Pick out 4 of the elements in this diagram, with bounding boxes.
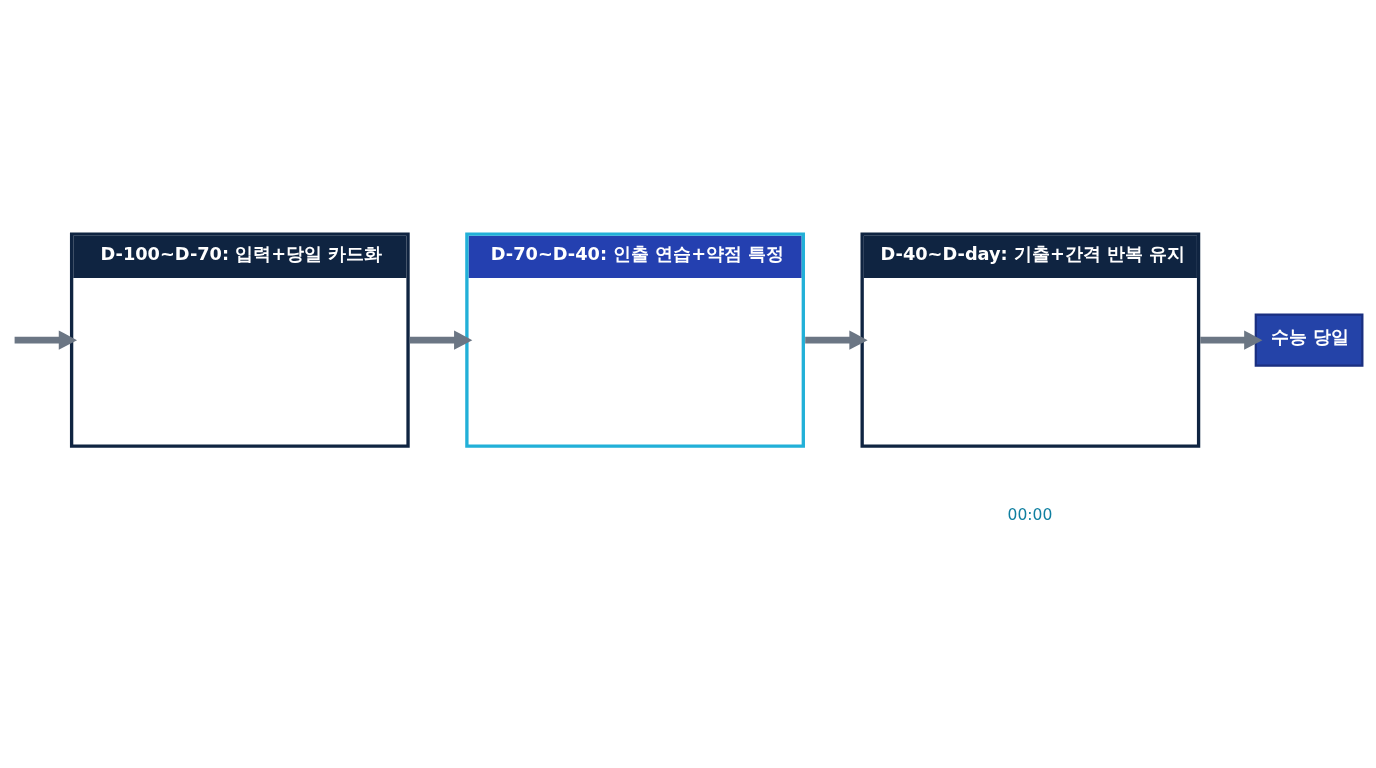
arrow: [14, 330, 78, 350]
arrow: [409, 330, 473, 350]
node-box: 수능 당일: [1254, 313, 1364, 367]
label: 00:00: [1007, 505, 1053, 524]
